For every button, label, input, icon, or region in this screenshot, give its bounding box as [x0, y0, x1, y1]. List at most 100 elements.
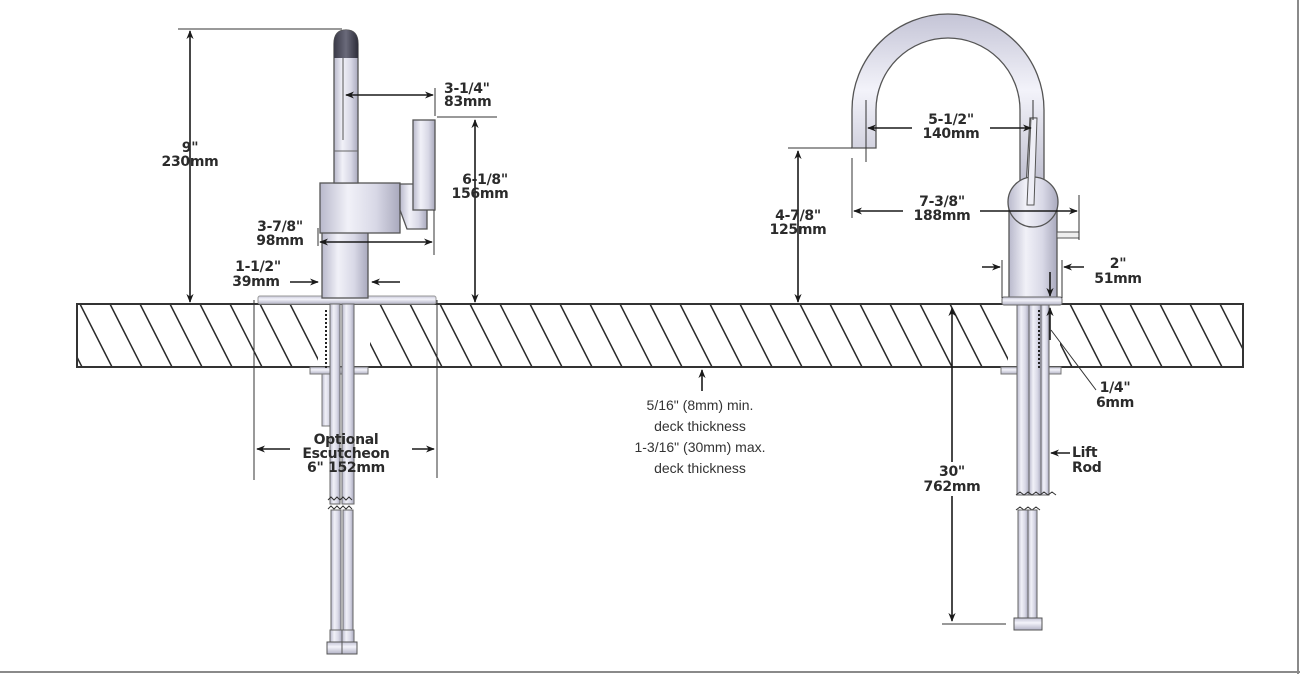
front-view-faucet [851, 13, 1080, 631]
deck-note-line3: 1-3/16" (30mm) max. [634, 439, 765, 455]
hatch-line [1159, 304, 1193, 367]
total-reach-mm: 188mm [914, 208, 971, 224]
hatch-line [889, 304, 923, 367]
lift-rod-front [1040, 304, 1050, 496]
handle-height-in: 6-1/8" [462, 172, 508, 188]
hatch-line [469, 304, 503, 367]
clearance-in: 4-7/8" [775, 208, 821, 224]
page-border-right [1297, 0, 1299, 674]
total-reach-in: 7-3/8" [919, 194, 965, 210]
hatch-line [919, 304, 953, 367]
hatch-line [79, 304, 113, 367]
supply-hose-2-upper [341, 303, 355, 505]
side-view-dimensions: 9" 230mm 3-1/4" 83mm 6-1/8" 156mm 3-7/8"… [162, 28, 509, 480]
deck-hatching [77, 304, 1282, 367]
supply-hose-1-upper [329, 303, 341, 505]
overall-height-in: 9" [182, 140, 198, 156]
spout-reach-mm: 83mm [444, 94, 491, 110]
overall-height-mm: 230mm [162, 154, 219, 170]
break-line-upper [327, 496, 353, 501]
hose-collar-2 [341, 629, 355, 643]
escutcheon-line3: 6" 152mm [307, 460, 385, 476]
hatch-line [709, 304, 743, 367]
lift-rod-knob [1056, 231, 1080, 239]
base-diameter-mm: 51mm [1094, 271, 1141, 287]
escutcheon-line2: Escutcheon [302, 446, 389, 462]
hatch-line [259, 304, 293, 367]
faucet-body [319, 182, 401, 234]
supply-hose-front-lower-b [1027, 509, 1038, 619]
arc-width-in: 5-1/2" [928, 112, 974, 128]
hatch-line [679, 304, 713, 367]
hatch-line [1219, 304, 1243, 351]
supply-label-bg [920, 462, 984, 496]
hatch-line [139, 304, 173, 367]
hatch-line [739, 304, 773, 367]
hatch-line [439, 304, 473, 367]
leader-lift-rod-offset [1050, 329, 1097, 391]
deck-outline [76, 303, 1244, 368]
handle-height-mm: 156mm [452, 186, 509, 202]
hatch-line [379, 304, 413, 367]
hatch-line [619, 304, 653, 367]
hatch-line [979, 304, 1013, 367]
hose-nut-front [1013, 617, 1043, 631]
lift-rod-offset-in: 1/4" [1100, 380, 1131, 396]
shank-width-mm: 39mm [232, 274, 279, 290]
clearance-mm: 125mm [770, 222, 827, 238]
deck-note-line4: deck thickness [654, 460, 746, 476]
break-line-front-upper [1015, 491, 1057, 496]
deck-note-line1: 5/16" (8mm) min. [647, 397, 754, 413]
supply-hose-1-lower [330, 509, 342, 631]
hatch-line [859, 304, 893, 367]
lift-rod-offset-mm: 6mm [1096, 395, 1134, 411]
supply-hose-front-b [1028, 304, 1042, 496]
escutcheon-line1: Optional [314, 432, 379, 448]
hatch-line [559, 304, 593, 367]
hatch-line [799, 304, 833, 367]
faucet-shank [321, 227, 369, 299]
shank-width-in: 1-1/2" [235, 259, 281, 275]
supply-length-mm: 762mm [924, 479, 981, 495]
page-border-bottom [0, 671, 1300, 673]
body-depth-in: 3-7/8" [257, 219, 303, 235]
hose-collar-1 [329, 629, 343, 643]
hatch-line [1250, 304, 1282, 367]
side-view-faucet [257, 29, 437, 655]
hatch-line [1069, 304, 1103, 367]
supply-hose-front-lower-a [1017, 509, 1029, 619]
spout-reach-in: 3-1/4" [444, 81, 490, 97]
hatch-line [589, 304, 623, 367]
spout-tip [334, 30, 358, 58]
hatch-line [829, 304, 863, 367]
hatch-line [199, 304, 233, 367]
deck-thickness-note: 5/16" (8mm) min. deck thickness 1-3/16" … [634, 369, 766, 476]
break-line-front-lower [1015, 506, 1041, 511]
break-line-lower [327, 505, 353, 510]
hatch-line [949, 304, 983, 367]
base-diameter-in: 2" [1110, 256, 1126, 272]
lift-rod-line2: Rod [1072, 460, 1102, 476]
deck-note-line2: deck thickness [654, 418, 746, 434]
hatch-line [1099, 304, 1133, 367]
handle-lever [412, 119, 436, 211]
arc-width-mm: 140mm [923, 126, 980, 142]
hatch-line [1189, 304, 1223, 367]
faucet-base [1001, 296, 1063, 306]
lever-handle-front [1026, 117, 1038, 206]
hatch-line [109, 304, 143, 367]
hatch-line [289, 304, 323, 367]
hatch-line [649, 304, 683, 367]
hatch-line [1129, 304, 1163, 367]
supply-hose-2-lower [342, 509, 354, 631]
hatch-line [769, 304, 803, 367]
gooseneck-spout [851, 13, 1045, 206]
hatch-line [529, 304, 563, 367]
body-depth-mm: 98mm [256, 233, 303, 249]
supply-length-in: 30" [939, 464, 965, 480]
front-view-dimensions: 5-1/2" 140mm 7-3/8" 188mm 4-7/8" 125mm 2… [770, 100, 1142, 625]
hatch-line [499, 304, 533, 367]
supply-hose-front-a [1016, 304, 1030, 496]
